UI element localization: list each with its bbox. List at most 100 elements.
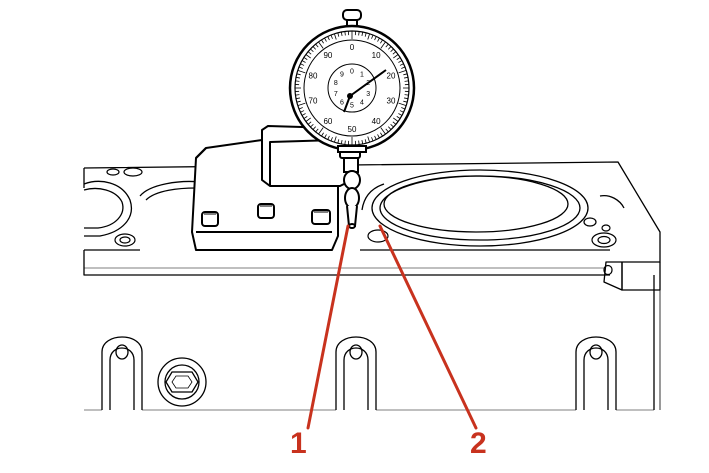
dial-tick bbox=[367, 136, 370, 143]
dial-tick bbox=[399, 63, 404, 66]
dial-tick bbox=[324, 134, 327, 139]
dial-tick bbox=[337, 139, 340, 144]
dial-inner-number: 1 bbox=[360, 72, 364, 79]
dial-tick bbox=[380, 132, 383, 137]
callout-2-label: 2 bbox=[470, 427, 487, 460]
dial-tick bbox=[398, 70, 407, 74]
dial-tick bbox=[380, 127, 386, 135]
dial-tick bbox=[340, 31, 343, 37]
dial-tick bbox=[295, 97, 301, 100]
dial-tick bbox=[390, 123, 394, 128]
dial-tick bbox=[403, 100, 408, 103]
dial-tick bbox=[344, 31, 346, 36]
dial-tick bbox=[298, 107, 303, 110]
dial-tick bbox=[327, 36, 330, 41]
dial-tick bbox=[298, 66, 303, 69]
dial-tick bbox=[380, 39, 383, 44]
dial-tick bbox=[390, 48, 394, 53]
dial-tick bbox=[310, 123, 314, 128]
dial-tick bbox=[361, 139, 364, 145]
dial-tick bbox=[401, 107, 406, 110]
dial-tick bbox=[385, 43, 389, 48]
dial-tick bbox=[318, 41, 324, 49]
dial-tick bbox=[305, 54, 311, 59]
dial-tick bbox=[295, 76, 301, 79]
dial-outer-number: 90 bbox=[323, 51, 332, 60]
dial-tick bbox=[297, 102, 306, 106]
dial-inner-number: 7 bbox=[334, 91, 338, 98]
dial-ticks bbox=[295, 31, 409, 145]
callout-1-label: 1 bbox=[290, 427, 307, 460]
dial-tick bbox=[358, 140, 360, 145]
dial-tick bbox=[385, 128, 389, 133]
dial-tick bbox=[296, 73, 301, 76]
dial-outer-number: 80 bbox=[309, 71, 318, 80]
dial-tick bbox=[330, 34, 333, 39]
dial-tick bbox=[374, 36, 377, 41]
dial-outer-number: 30 bbox=[387, 97, 396, 106]
dial-tick bbox=[374, 135, 377, 140]
dial-tick bbox=[300, 63, 305, 66]
dial-tick bbox=[377, 134, 380, 139]
dial-tick bbox=[327, 135, 330, 140]
dial-inner-number: 9 bbox=[340, 72, 344, 79]
dial-tick bbox=[305, 117, 311, 122]
dial-tick bbox=[398, 102, 407, 106]
dial-tick bbox=[398, 60, 403, 63]
dial-tick bbox=[371, 137, 374, 142]
dial-tick bbox=[330, 137, 333, 142]
gauge-stem bbox=[339, 147, 361, 229]
dial-inner-number: 0 bbox=[350, 69, 354, 76]
dial-tick bbox=[301, 113, 306, 116]
dial-tick bbox=[371, 34, 374, 39]
dial-tick bbox=[334, 136, 337, 143]
dial-outer-number: 20 bbox=[387, 71, 396, 80]
dial-tick bbox=[387, 126, 392, 130]
dial-tick bbox=[380, 41, 386, 49]
dial-tick bbox=[303, 116, 308, 119]
callout-leaders bbox=[306, 224, 478, 430]
dial-tick bbox=[393, 117, 399, 122]
dial-tick bbox=[344, 140, 346, 145]
dial-tick bbox=[401, 66, 406, 69]
dial-tick bbox=[392, 121, 397, 125]
dial-tick bbox=[403, 76, 409, 79]
dial-outer-number: 60 bbox=[323, 117, 332, 126]
callout-1-leader bbox=[306, 224, 350, 430]
dial-tick bbox=[340, 139, 343, 145]
dial-tick bbox=[312, 126, 317, 130]
callout-2-leader bbox=[378, 224, 478, 430]
dial-outer-number: 0 bbox=[350, 43, 355, 52]
dial-tick bbox=[310, 48, 314, 53]
dial-tick bbox=[398, 113, 403, 116]
dial-tick bbox=[403, 97, 409, 100]
dial-tick bbox=[307, 121, 312, 125]
dial-inner-number: 5 bbox=[350, 103, 354, 110]
dial-tick bbox=[321, 132, 324, 137]
engine-block bbox=[83, 161, 661, 410]
dial-tick bbox=[364, 139, 367, 144]
dial-tick bbox=[403, 73, 408, 76]
dial-tick bbox=[295, 80, 300, 82]
dial-tick bbox=[404, 94, 409, 96]
dial-tick bbox=[399, 110, 404, 113]
dial-tick bbox=[324, 37, 327, 42]
dial-tick bbox=[307, 51, 312, 55]
dial-tick bbox=[301, 60, 306, 63]
dial-tick bbox=[295, 94, 300, 96]
dial-tick bbox=[387, 46, 392, 50]
dial-inner-number: 4 bbox=[360, 99, 364, 106]
dial-tick bbox=[303, 57, 308, 60]
dial-tick bbox=[396, 57, 401, 60]
dial-tick bbox=[318, 127, 324, 135]
dial-inner-number: 6 bbox=[340, 99, 344, 106]
dial-tick bbox=[337, 32, 340, 37]
dial-tick bbox=[315, 128, 319, 133]
dial-outer-number: 10 bbox=[372, 51, 381, 60]
dial-tick bbox=[361, 31, 364, 37]
dial-inner-number: 8 bbox=[334, 80, 338, 87]
dial-tick bbox=[300, 110, 305, 113]
